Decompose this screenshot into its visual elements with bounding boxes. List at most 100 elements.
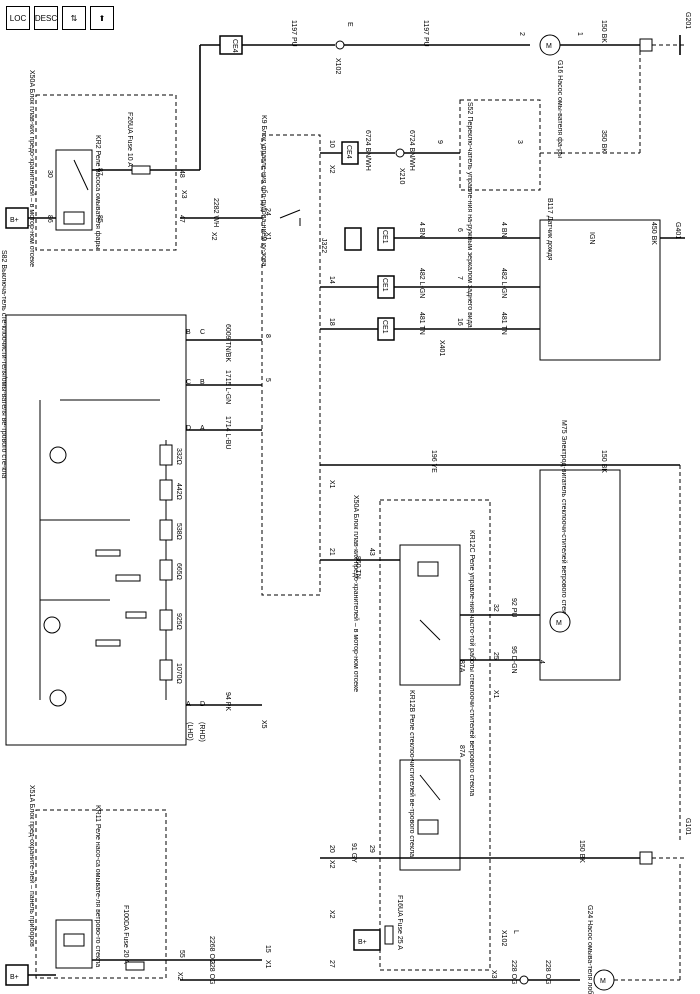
k9-label: K9 Блок управле-ния обо-рудова-нием ку-з…	[260, 115, 268, 267]
wire-4-a: 4 BN	[418, 222, 425, 238]
kr2-relay	[55, 149, 93, 231]
ce1-a-label: CE1	[381, 230, 388, 244]
x50a-mid-label: X50A Блок плав-ких предо-хранителей – в …	[352, 495, 360, 692]
x401-label: X401	[438, 340, 445, 356]
wire-481-b: 481 TN	[500, 312, 507, 335]
x50a-top-label: X50A Блок плав-ких предо-хранителей – в …	[28, 70, 36, 267]
e-label: E	[346, 22, 353, 27]
x50a-top-box	[35, 94, 177, 251]
wire-2268: 2268 OG	[208, 936, 215, 964]
g16-label: G16 Насос омы-вателя фа-ры	[556, 60, 563, 158]
f100da-label: F100DA Fuse 20 A	[122, 905, 129, 964]
g24-label: G24 Насос омыва-теля лобо-вого сте-кла	[586, 905, 594, 994]
wiper-icon	[49, 689, 67, 707]
pin-8: 8	[264, 334, 271, 338]
wire-6724-a: 6724 BN/WH	[364, 130, 371, 171]
m75-m: M	[556, 620, 562, 627]
wire-228-c: 228 OG	[544, 960, 551, 985]
g101-label: G101	[684, 818, 691, 835]
s82-box	[5, 314, 187, 746]
pin-29: 29	[368, 845, 375, 853]
pin-25: 25	[492, 652, 499, 660]
desc-button[interactable]: DESC	[34, 6, 58, 30]
j322-label: J322	[320, 238, 327, 253]
arrow-up-icon[interactable]: ⬆	[90, 6, 114, 30]
wire-228-b: 228 OG	[510, 960, 517, 985]
pin-87-kr2: 87	[96, 168, 103, 176]
g401-label: G401	[674, 222, 681, 239]
kr12c-coil	[417, 561, 439, 577]
pin-85-kr2: 85	[96, 215, 103, 223]
x51a-box	[35, 809, 167, 979]
r-1070: 1070Ω	[175, 663, 182, 684]
f16ua-label: F16UA Fuse 25 A	[396, 895, 403, 950]
wire-4-b: 4 BN	[500, 222, 507, 238]
wire-91: 91 GY	[350, 843, 357, 863]
l-label: L	[512, 930, 519, 934]
resistor-538	[159, 519, 173, 541]
b117-label: B117 Датчик дождя	[546, 198, 553, 261]
pin-21: 21	[328, 548, 335, 556]
resistor-442	[159, 479, 173, 501]
x5-label: X5	[260, 720, 267, 729]
toolbar: LOC DESC ⇅ ⬆	[6, 6, 114, 30]
s82-label: S82 Выключа-тель сте-клоочисти-теля/омы-…	[0, 250, 7, 478]
pin-c1: C	[186, 379, 191, 386]
pin-3-s52: 3	[516, 140, 523, 144]
wire-482-b: 482 L-GN	[500, 268, 507, 298]
wire-150-a: 150 BK	[600, 20, 607, 43]
x1-bottom: X1	[264, 960, 271, 969]
pin-4-m75: 4	[538, 660, 545, 664]
x102-e-connector	[335, 40, 345, 50]
kr12c-relay	[399, 544, 461, 686]
loc-button[interactable]: LOC	[6, 6, 30, 30]
switch-contact-1	[95, 549, 121, 557]
s52-box	[459, 99, 541, 191]
wire-1714: 1714 L-BU	[224, 416, 231, 449]
s52-label: S52 Переклю-чатель управле-ния на-ружным…	[466, 102, 473, 328]
tools-icon[interactable]: ⇅	[62, 6, 86, 30]
resistor-332	[159, 444, 173, 466]
pin-24: 24	[264, 208, 271, 216]
g24-m: M	[600, 978, 606, 985]
x2-mid-2: X2	[328, 910, 335, 919]
kr11-label: KR11 Реле насо-са омывате-ля ветрово-го …	[94, 805, 101, 967]
x1-k9: X1	[328, 480, 335, 489]
wire-1715: 1715 L-GN	[224, 370, 231, 404]
ce1-a	[344, 227, 362, 251]
x2-k9: X2	[328, 165, 335, 174]
pin-1-g16: 1	[576, 32, 583, 36]
x1-mid-label: X1	[492, 690, 499, 699]
wire-228-a: 228 OG	[208, 960, 215, 985]
pin-18: 18	[328, 318, 335, 326]
pin-b2: B	[200, 379, 205, 386]
resistor-1070	[159, 659, 173, 681]
ce1-c-label: CE1	[381, 320, 388, 334]
ign-label: IGN	[588, 232, 595, 244]
wire-150-b: 150 BK	[600, 450, 607, 473]
x2-mid: X2	[328, 860, 335, 869]
wire-6724-b: 6724 BN/WH	[408, 130, 415, 171]
pin-27: 27	[328, 960, 335, 968]
kr11-relay	[55, 919, 93, 969]
wiper-icon-2	[43, 616, 61, 634]
wire-2282: 2282 WH	[212, 198, 219, 227]
wire-150-c: 150 BK	[578, 840, 585, 863]
kr12b-relay	[399, 759, 461, 871]
rhd-label: (RHD)	[198, 722, 205, 742]
x1-top: X1	[264, 232, 271, 241]
ce4-mid-label: CE4	[345, 145, 352, 159]
x2-bottom: X2	[176, 972, 183, 981]
x102-bottom-label: X102	[500, 930, 507, 946]
pin-55: 55	[178, 950, 185, 958]
wire-481-a: 481 TN	[418, 312, 425, 335]
kr12c-label: KR12C Реле управле-ния часто-той работы …	[468, 530, 476, 796]
k9-box	[261, 134, 321, 596]
x210-label: X210	[398, 168, 405, 184]
pin-32: 32	[492, 604, 499, 612]
pin-14: 14	[328, 276, 335, 284]
r-538: 538Ω	[175, 523, 182, 540]
pin-9: 9	[436, 140, 443, 144]
f100da-fuse	[125, 961, 145, 971]
ce4-top-label: CE4	[231, 39, 238, 53]
